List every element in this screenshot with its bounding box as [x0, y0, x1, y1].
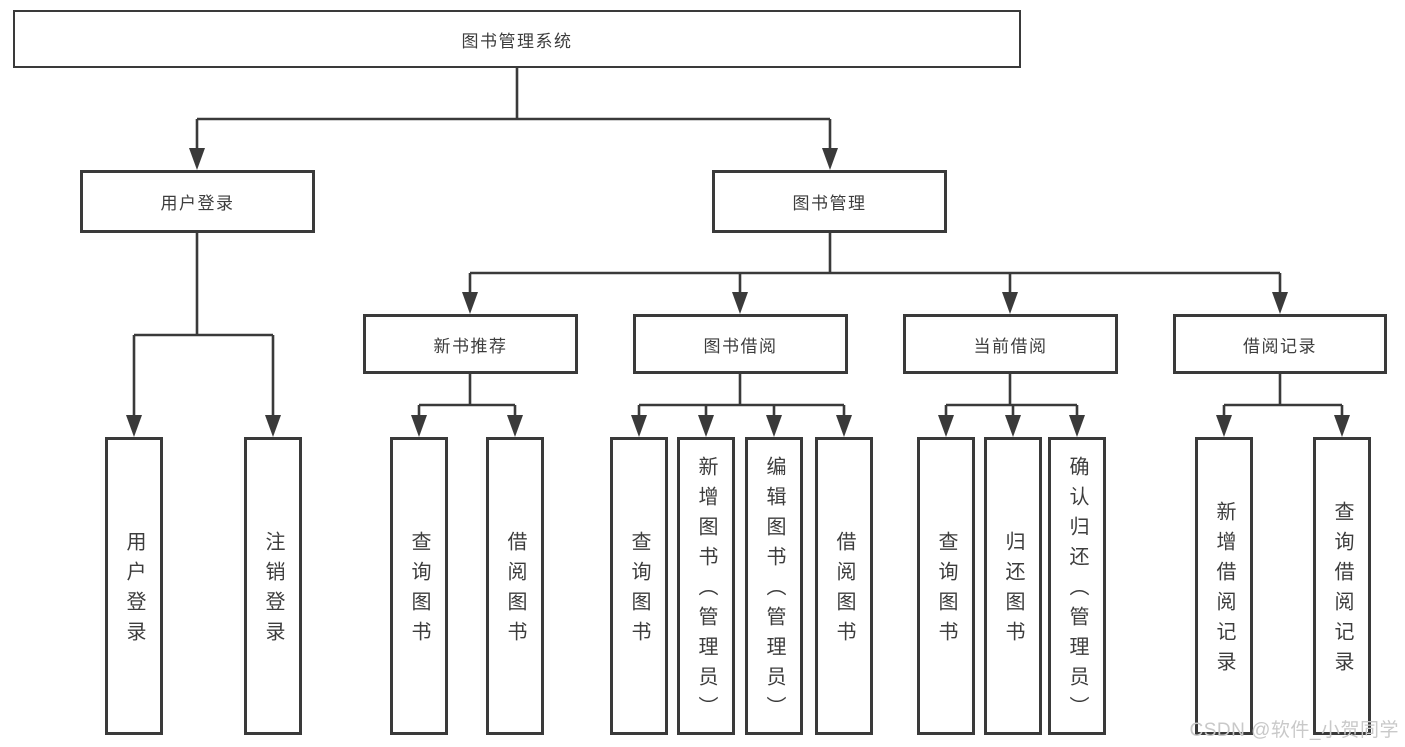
node-current-borrow: 当前借阅 — [903, 314, 1118, 374]
node-root: 图书管理系统 — [13, 10, 1021, 68]
node-book-management: 图书管理 — [712, 170, 947, 233]
node-label: 图书管理 — [792, 194, 867, 213]
node-book-borrow: 图书借阅 — [633, 314, 848, 374]
arrowhead — [507, 415, 523, 437]
leaf-user-login: 用户登录 — [105, 437, 163, 735]
node-new-book-recommend: 新书推荐 — [363, 314, 578, 374]
arrowhead — [631, 415, 647, 437]
arrowhead — [126, 415, 142, 437]
arrowhead — [265, 415, 281, 437]
leaf-borrow-books-recommend: 借阅图书 — [486, 437, 544, 735]
node-label: 编辑图书（管理员） — [763, 456, 785, 726]
arrowhead — [411, 415, 427, 437]
node-label: 查询图书 — [408, 531, 430, 651]
arrowhead — [462, 292, 478, 314]
leaf-query-books-current: 查询图书 — [917, 437, 975, 735]
leaf-query-borrow-record: 查询借阅记录 — [1313, 437, 1371, 735]
leaf-edit-book-admin: 编辑图书（管理员） — [745, 437, 803, 735]
node-label: 新书推荐 — [433, 336, 508, 356]
node-label: 新增借阅记录 — [1213, 501, 1235, 681]
arrowhead — [189, 148, 205, 170]
leaf-logout: 注销登录 — [244, 437, 302, 735]
arrowhead — [836, 415, 852, 437]
leaf-query-books-borrow: 查询图书 — [610, 437, 668, 735]
node-label: 借阅记录 — [1243, 336, 1317, 356]
node-label: 注销登录 — [262, 531, 284, 651]
node-label: 用户登录 — [160, 194, 235, 213]
arrowhead — [766, 415, 782, 437]
arrowhead — [1272, 292, 1288, 314]
leaf-borrow-books: 借阅图书 — [815, 437, 873, 735]
arrowhead — [1002, 292, 1018, 314]
arrowhead — [1216, 415, 1232, 437]
node-label: 当前借阅 — [973, 336, 1048, 356]
arrowhead — [698, 415, 714, 437]
arrowhead — [822, 148, 838, 170]
connector-lines — [132, 68, 1344, 419]
arrowhead — [1005, 415, 1021, 437]
watermark: CSDN @软件_小贺同学 — [1189, 720, 1399, 741]
node-label: 新增图书（管理员） — [695, 456, 717, 726]
node-borrow-records: 借阅记录 — [1173, 314, 1387, 374]
leaf-return-book: 归还图书 — [984, 437, 1042, 735]
leaf-add-borrow-record: 新增借阅记录 — [1195, 437, 1253, 735]
node-label: 查询图书 — [935, 531, 957, 651]
leaf-confirm-return-admin: 确认归还（管理员） — [1048, 437, 1106, 735]
node-label: 查询借阅记录 — [1331, 501, 1353, 681]
node-user-login: 用户登录 — [80, 170, 315, 233]
node-label: 借阅图书 — [833, 531, 855, 651]
arrowhead — [938, 415, 954, 437]
arrowhead — [732, 292, 748, 314]
arrowhead — [1334, 415, 1350, 437]
node-label: 查询图书 — [628, 531, 650, 651]
leaf-query-books-recommend: 查询图书 — [390, 437, 448, 735]
node-label: 借阅图书 — [504, 531, 526, 651]
node-label: 用户登录 — [123, 531, 145, 651]
node-label: 图书借阅 — [703, 336, 778, 356]
node-label: 归还图书 — [1002, 531, 1024, 651]
node-root-label: 图书管理系统 — [461, 31, 573, 51]
arrowhead — [1069, 415, 1085, 437]
leaf-add-book-admin: 新增图书（管理员） — [677, 437, 735, 735]
node-label: 确认归还（管理员） — [1066, 456, 1088, 726]
